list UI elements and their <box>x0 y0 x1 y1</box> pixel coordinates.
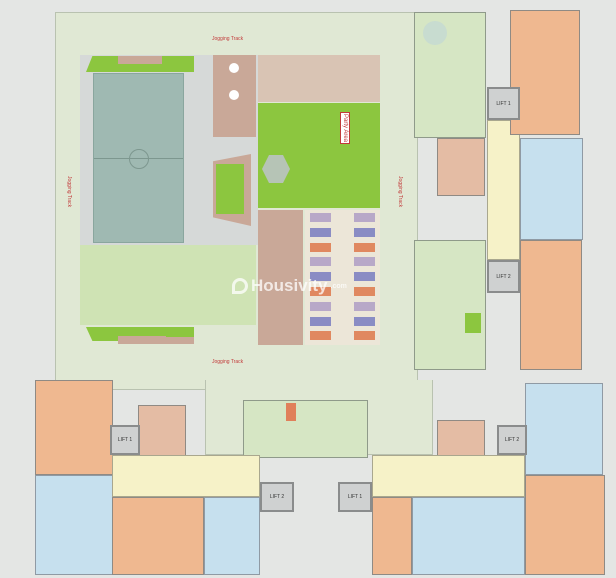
unit-orange <box>510 10 580 135</box>
seating-block <box>354 257 375 267</box>
table-tennis-icon <box>465 313 481 333</box>
unit-blue <box>204 497 260 575</box>
basketball-court <box>93 73 184 243</box>
seating-block <box>310 257 331 267</box>
unit-orange <box>520 240 582 370</box>
jacuzzi-icon <box>423 21 447 45</box>
court-center-line <box>94 158 183 159</box>
corridor-right <box>487 120 520 260</box>
seating-block <box>354 213 375 222</box>
lift: LIFT 1 <box>338 482 372 512</box>
seating-block <box>354 242 375 252</box>
corridor-bottom-left <box>112 455 260 497</box>
dining-deck <box>258 210 303 345</box>
table-icon <box>229 90 239 100</box>
unit-blue <box>525 383 603 475</box>
party-area-label: Party Area <box>340 112 350 145</box>
house-pin-icon <box>232 278 248 294</box>
staircase <box>437 138 485 196</box>
unit-blue <box>35 475 113 575</box>
seating-block <box>354 316 375 326</box>
sand-pit <box>213 154 251 226</box>
lift: LIFT 2 <box>260 482 294 512</box>
clubhouse <box>243 400 368 458</box>
seating-deck <box>213 55 256 137</box>
watermark-brand: Housivity <box>251 276 328 295</box>
jogging-track-label-right: Jogging Track <box>397 176 403 208</box>
grass-patch <box>216 164 244 214</box>
unit-orange <box>372 497 412 575</box>
corridor-bottom-right <box>372 455 525 497</box>
unit-blue <box>412 497 525 575</box>
lift-2: LIFT 2 <box>487 260 520 293</box>
amenity-block-top <box>414 12 486 138</box>
unit-blue <box>520 138 583 240</box>
seating-block <box>354 301 375 311</box>
unit-orange <box>525 475 605 575</box>
lift-1: LIFT 1 <box>487 87 520 120</box>
seating-block <box>310 316 331 326</box>
seating-block <box>310 331 331 341</box>
seating-block <box>310 272 331 282</box>
jogging-track-label-bottom: Jogging Track <box>212 359 244 365</box>
table-icon <box>229 63 239 73</box>
seating-block <box>354 287 375 296</box>
unit-orange <box>112 497 204 575</box>
seating-block <box>310 213 331 222</box>
seating-block <box>354 331 375 341</box>
jogging-track-label-top: Jogging Track <box>212 36 244 42</box>
seating-block <box>310 301 331 311</box>
jogging-track-label-left: Jogging Track <box>66 176 72 208</box>
amenity-block-bottom <box>414 240 486 370</box>
green-strip <box>166 327 194 337</box>
seating-block <box>310 287 331 296</box>
seating-block <box>310 227 331 237</box>
watermark-suffix: .com <box>330 282 347 290</box>
seating-block <box>354 227 375 237</box>
lift: LIFT 2 <box>497 425 527 455</box>
watermark: Housivity.com <box>232 276 347 296</box>
unit-orange <box>35 380 113 475</box>
court-center-circle <box>129 149 149 169</box>
planter <box>118 56 162 64</box>
planter <box>118 336 194 344</box>
seating-block <box>310 242 331 252</box>
lawn <box>80 245 256 325</box>
counter <box>286 403 296 421</box>
seating-rows <box>305 210 380 345</box>
seating-block <box>354 272 375 282</box>
lift: LIFT 1 <box>110 425 140 455</box>
play-equipment-area <box>258 55 380 102</box>
green-strip <box>166 56 194 72</box>
